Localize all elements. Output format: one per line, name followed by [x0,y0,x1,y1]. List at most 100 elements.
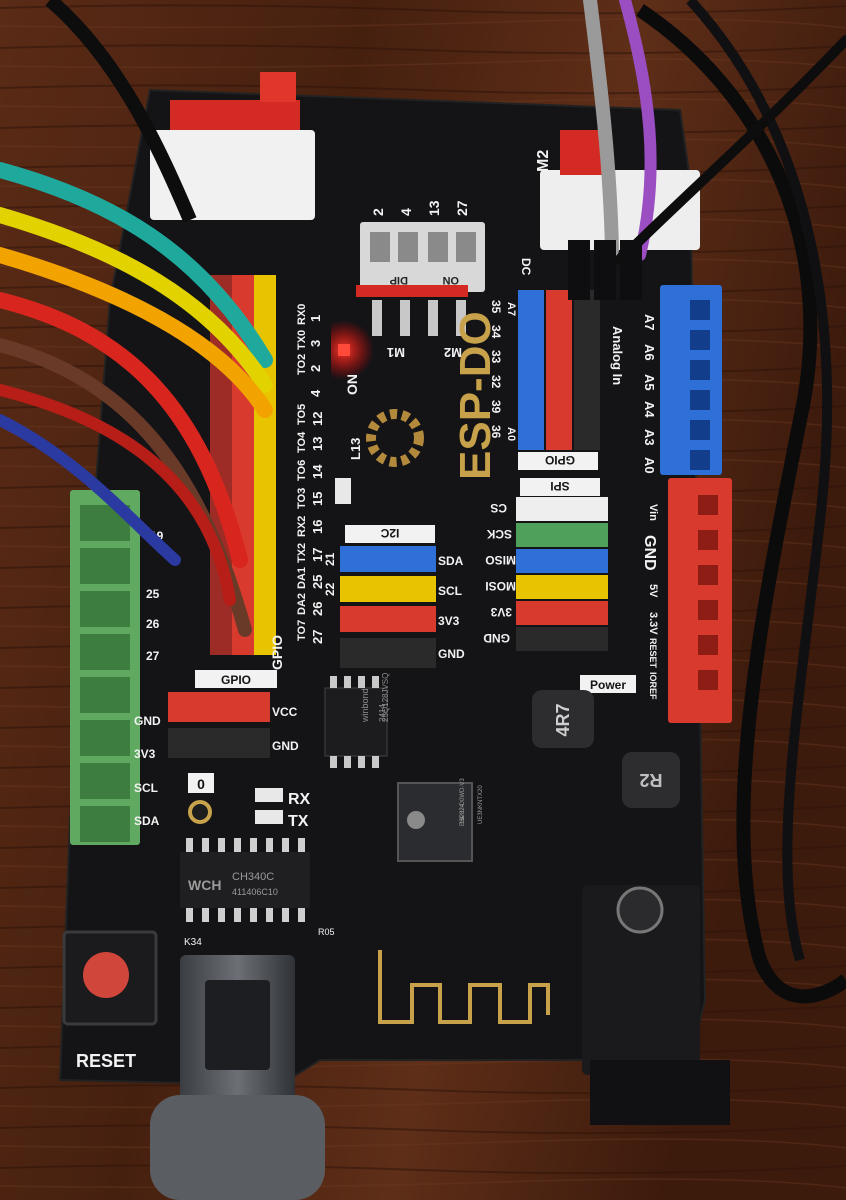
black-wire-top-left [45,0,197,223]
rx-led [255,788,283,802]
motor-label-m1: M1 [387,345,405,360]
jumper-wires-left [0,162,273,637]
dip-on-label: ON [442,274,459,286]
black-cable-right-2 [686,0,833,962]
power-label: Power [590,678,626,692]
analog-header-rows [518,290,600,450]
usb-chip-part: CH340C [232,871,274,883]
espressif-logo-icon [407,811,425,829]
esp32-line1: ESP32-D0WD-V3 [460,778,466,826]
gpio-num-15: 15 [310,492,325,506]
spi-label-bg [520,478,600,496]
dip-num-27: 27 [454,200,470,216]
power-pin-vin: Vin [647,504,659,521]
inductor-r2 [622,752,680,808]
dip-switch-red-bar [356,285,468,297]
terminal-25: 25 [146,587,160,601]
gpio-num-2: 2 [308,365,323,372]
power-led [338,344,350,356]
m1-connector-tab [260,72,296,102]
gpio-vcc-row-label: GPIO [221,673,251,687]
usb-c-plug-slot [205,980,270,1070]
spi-pin-cs: CS [490,501,507,515]
spi-header-rows [516,497,608,651]
motor-header-pins [372,300,466,336]
gpio-vcc-headers [168,692,270,758]
analog-pin-a3: A3 [642,429,657,446]
analog-num-34: 34 [489,325,503,339]
gpio-num-4: 4 [308,389,323,397]
gpio-num-25: 25 [310,575,325,589]
m1-connector [150,130,315,220]
flash-chip-legs [330,676,379,768]
tx-label-rx2: RX2 [296,516,308,537]
tx-label-to2: TO2 [296,354,308,375]
gpio-number-column [305,300,331,640]
dc-barrel-jack[interactable] [582,885,700,1075]
i2c-pin-3v3: 3V3 [438,614,460,628]
terminal-sda: SDA [134,814,160,828]
spi-pin-miso: MISO [485,553,516,567]
inductor-r2-label: R2 [639,770,662,790]
analog-pin-a4: A4 [642,401,657,418]
power-sockets [698,495,718,690]
m2-connector-label: M2 [535,150,552,172]
tx-label-to4: TO4 [296,431,308,453]
reset-button[interactable] [83,952,129,998]
analog-num-32: 32 [489,375,503,389]
led-l13 [335,478,351,504]
flash-chip-date: 2414 [378,704,387,722]
dip-num-2: 2 [370,208,386,216]
dc-barrel-jack-base [590,1060,730,1125]
jumper-wires-top-right [583,0,846,265]
dip-switch[interactable] [360,222,485,292]
tx-label: TX [288,813,309,830]
gpio-num-26: 26 [310,602,325,616]
dip-label: DIP [390,274,408,286]
i2c-pin-scl: SCL [438,584,462,598]
i2c-label: I2C [380,526,399,540]
dip-switch-levers [370,232,476,262]
gpio-num-3: 3 [308,340,323,347]
board-logo [366,409,424,467]
terminal-scl: SCL [134,781,158,795]
flash-chip-part: 25Q128JVSQ [381,673,390,722]
analog-in-sockets [690,300,710,470]
analog-num-39: 39 [489,400,503,414]
m1-connector-latch [170,100,300,130]
inductor-4r7-label: 4R7 [553,703,573,736]
dip-num-4: 4 [398,208,414,216]
analog-alias-a0: A0 [505,427,517,441]
tx-label-da1: DA1 [296,567,308,589]
terminal-26: 26 [146,617,160,631]
usb-chip-lot: 411406C10 [232,887,278,897]
i2c-pin-gnd: GND [438,647,465,661]
black-cable-right [636,4,846,1004]
spi-pin-gnd: GND [483,631,510,645]
tx-label-rx0: RX0 [296,304,308,325]
i2c-label-bg [345,525,435,543]
analog-pin-a6: A6 [642,344,657,361]
i2c-num-21: 21 [323,552,337,566]
gpio-num-12: 12 [310,412,325,426]
analog-num-33: 33 [489,350,503,364]
terminal-3v3: 3V3 [134,747,156,761]
analog-in-label: Analog In [610,326,625,385]
terminal-27: 27 [146,649,160,663]
gpio-num-16: 16 [310,520,325,534]
resistor-label: R05 [318,927,335,937]
analog-pin-a5: A5 [642,374,657,391]
flash-chip [324,687,388,757]
gpio-bottom-label: GPIO [545,453,575,467]
boot-button[interactable] [188,800,212,824]
dc-label: DC [519,258,533,276]
inductor-4r7 [532,690,594,748]
crystal-label: K34 [184,937,202,948]
spi-pin-mosi: MOSI [485,579,516,593]
rx-label: RX [288,791,311,808]
gpio-top-label: GPIO [269,635,285,670]
analog-pin-a0: A0 [642,457,657,474]
boot-label: 0 [197,776,205,792]
dc-barrel-jack-hole [616,886,664,934]
